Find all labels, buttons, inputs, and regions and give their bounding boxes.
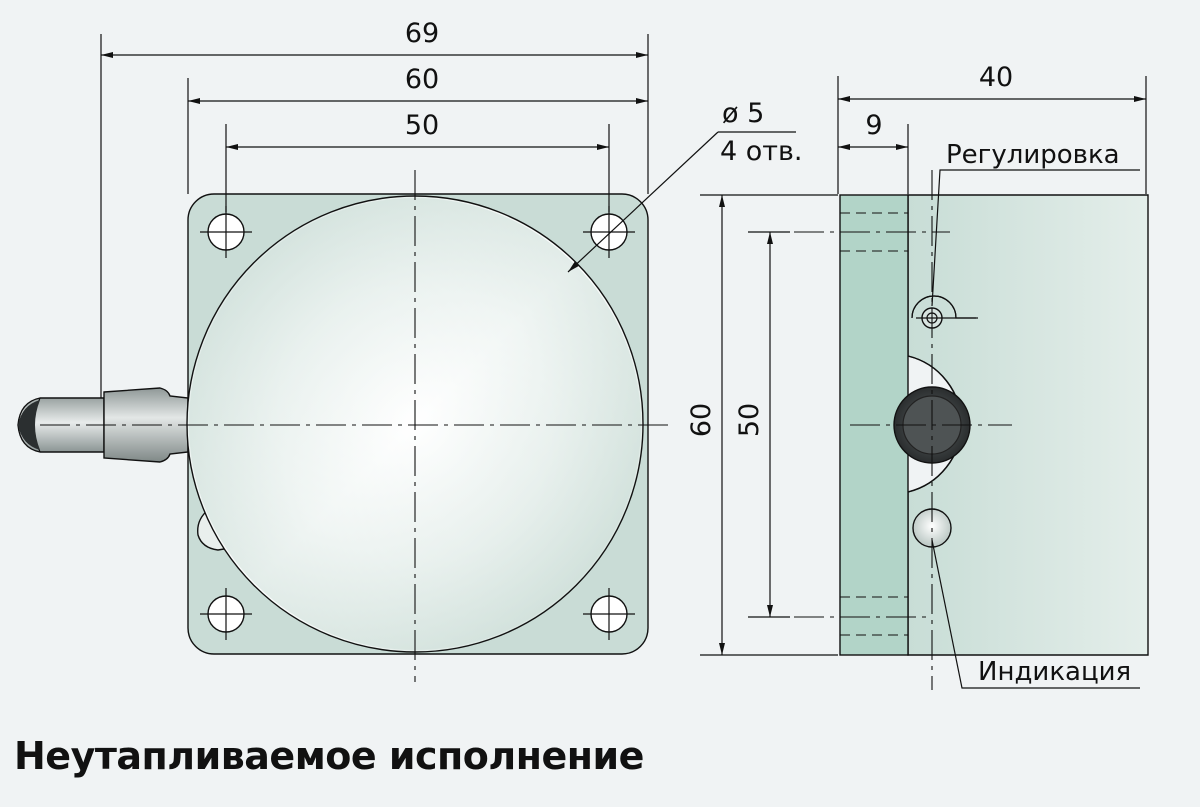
dimension-body-width: 60 <box>188 64 648 104</box>
dimension-hole-spacing: 50 <box>226 110 609 150</box>
indication-callout: Индикация <box>931 539 1140 689</box>
adjustment-label: Регулировка <box>946 140 1120 170</box>
dim-text-69: 69 <box>405 18 439 49</box>
dimension-side-height: 60 <box>686 195 725 655</box>
mounting-holes <box>200 206 635 640</box>
indication-label: Индикация <box>978 657 1131 687</box>
dim-text-60: 60 <box>405 64 439 95</box>
dim-text-9: 9 <box>865 110 882 141</box>
hole-count-text: 4 отв. <box>720 136 803 167</box>
dimension-side-depth: 40 <box>838 62 1146 102</box>
dimension-overall-width: 69 <box>101 18 648 58</box>
hole-diameter-text: ø 5 <box>722 98 764 129</box>
hole-diameter-callout: ø 5 4 отв. <box>567 98 803 273</box>
front-view: 69 60 50 ø 5 4 отв. <box>17 18 803 682</box>
adjustment-callout: Регулировка <box>931 140 1140 307</box>
dim-text-50: 50 <box>405 110 439 141</box>
dimension-side-hole-spacing: 50 <box>734 232 773 617</box>
dim-text-60-vertical: 60 <box>686 403 717 437</box>
dimension-flange: 9 <box>838 110 908 150</box>
side-view: 40 9 60 50 Регулировка Индикация <box>686 62 1149 690</box>
dim-text-50-vertical: 50 <box>734 403 765 437</box>
dim-text-40: 40 <box>979 62 1013 93</box>
caption: Неутапливаемое исполнение <box>14 734 644 778</box>
